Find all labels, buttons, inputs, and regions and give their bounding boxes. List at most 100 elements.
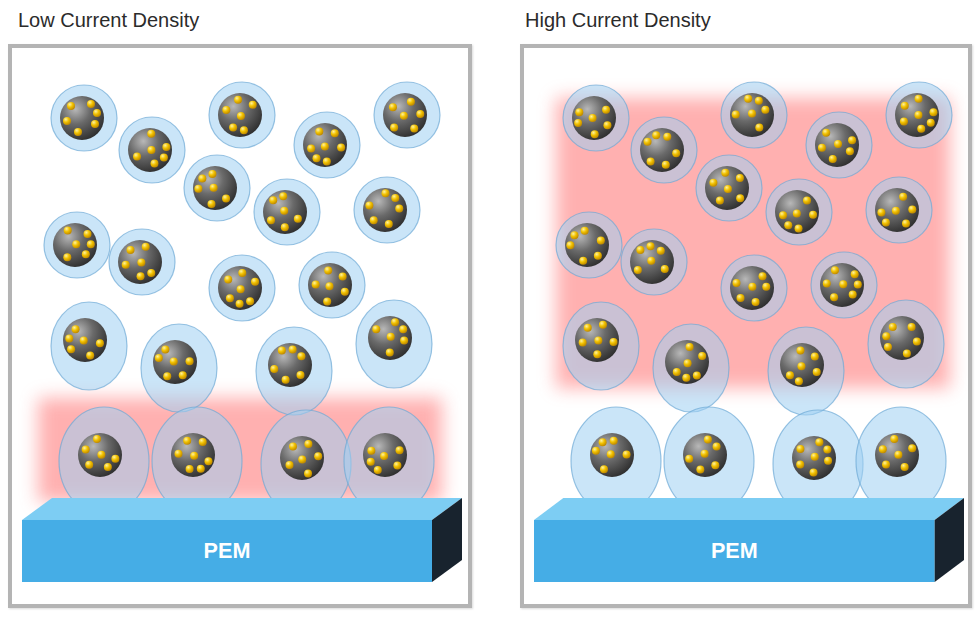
platinum-dot xyxy=(240,126,248,134)
platinum-dot xyxy=(882,218,890,226)
platinum-dot xyxy=(237,112,245,120)
platinum-dot xyxy=(634,266,642,274)
platinum-dot xyxy=(786,371,794,379)
platinum-dot xyxy=(63,117,71,125)
ionomer-film xyxy=(356,300,432,388)
platinum-dot xyxy=(197,465,205,473)
platinum-dot xyxy=(846,147,854,155)
ionomer-film xyxy=(563,302,639,390)
platinum-dot xyxy=(600,465,608,473)
catalyst-particle xyxy=(721,82,787,148)
platinum-dot xyxy=(267,216,275,224)
platinum-dot xyxy=(399,325,407,333)
platinum-dot xyxy=(736,174,744,182)
platinum-dot xyxy=(67,102,75,110)
platinum-dot xyxy=(732,279,740,287)
carbon-support xyxy=(575,318,619,362)
platinum-dot xyxy=(304,470,312,478)
panel-ground xyxy=(524,48,968,604)
platinum-dot xyxy=(597,236,605,244)
platinum-dot xyxy=(416,110,424,118)
platinum-dot xyxy=(900,117,908,125)
platinum-dot xyxy=(170,357,178,365)
platinum-dot xyxy=(111,455,119,463)
platinum-dot xyxy=(298,455,306,463)
platinum-dot xyxy=(246,297,254,305)
platinum-dot xyxy=(324,267,332,275)
platinum-dot xyxy=(396,446,404,454)
platinum-dot xyxy=(127,246,135,254)
platinum-dot xyxy=(579,257,587,265)
ionomer-film xyxy=(563,85,629,151)
platinum-dot xyxy=(793,209,801,217)
platinum-dot xyxy=(372,325,380,333)
platinum-dot xyxy=(884,343,892,351)
ionomer-film xyxy=(109,229,175,295)
ionomer-film xyxy=(294,112,360,178)
platinum-dot xyxy=(72,240,80,248)
slab-side xyxy=(935,498,964,582)
platinum-dot xyxy=(662,161,670,169)
catalyst-particle xyxy=(806,112,872,178)
platinum-dot xyxy=(162,143,170,151)
platinum-dot xyxy=(823,446,831,454)
platinum-dot xyxy=(147,269,155,277)
platinum-dot xyxy=(251,278,259,286)
carbon-support xyxy=(565,223,609,267)
electrode-panel: PEMHigh Current Density xyxy=(520,44,972,608)
ionomer-film xyxy=(811,252,877,318)
catalyst-particle xyxy=(886,82,952,148)
platinum-dot xyxy=(744,95,752,103)
platinum-dot xyxy=(236,300,244,308)
catalyst-particle xyxy=(256,327,332,415)
platinum-dot xyxy=(589,114,597,122)
platinum-dot xyxy=(315,128,323,136)
platinum-dot xyxy=(87,240,95,248)
membrane-slab: PEM xyxy=(22,498,462,582)
catalyst-particle xyxy=(299,252,365,318)
platinum-dot xyxy=(647,257,655,265)
platinum-dot xyxy=(762,283,770,291)
platinum-dot xyxy=(908,323,916,331)
platinum-dot xyxy=(602,106,610,114)
platinum-dot xyxy=(822,129,830,137)
platinum-dot xyxy=(647,158,655,166)
platinum-dot xyxy=(147,130,155,138)
platinum-dot xyxy=(137,258,145,266)
carbon-support xyxy=(590,433,634,477)
platinum-dot xyxy=(194,185,202,193)
platinum-dot xyxy=(389,103,397,111)
platinum-dot xyxy=(82,446,90,454)
platinum-dot xyxy=(732,111,740,119)
ionomer-film xyxy=(631,117,697,183)
platinum-dot xyxy=(312,154,320,162)
platinum-dot xyxy=(210,184,218,192)
platinum-dot xyxy=(85,461,93,469)
catalyst-particle xyxy=(556,212,622,278)
platinum-dot xyxy=(286,461,294,469)
platinum-dot xyxy=(894,451,902,459)
platinum-dot xyxy=(400,112,408,120)
platinum-dot xyxy=(824,457,832,465)
platinum-dot xyxy=(179,371,187,379)
platinum-dot xyxy=(96,339,104,347)
platinum-dot xyxy=(599,321,607,329)
platinum-dot xyxy=(133,153,141,161)
platinum-dot xyxy=(652,131,660,139)
platinum-dot xyxy=(186,357,194,365)
platinum-dot xyxy=(370,216,378,224)
platinum-dot xyxy=(647,242,655,250)
carbon-support xyxy=(640,128,684,172)
platinum-dot xyxy=(87,100,95,108)
platinum-dot xyxy=(374,466,382,474)
carbon-support xyxy=(368,316,412,360)
carbon-support xyxy=(775,190,819,234)
platinum-dot xyxy=(584,324,592,332)
platinum-dot xyxy=(902,220,910,228)
platinum-dot xyxy=(848,136,856,144)
platinum-dot xyxy=(901,102,909,110)
carbon-support xyxy=(895,93,939,137)
platinum-dot xyxy=(380,452,388,460)
platinum-dot xyxy=(331,129,339,137)
